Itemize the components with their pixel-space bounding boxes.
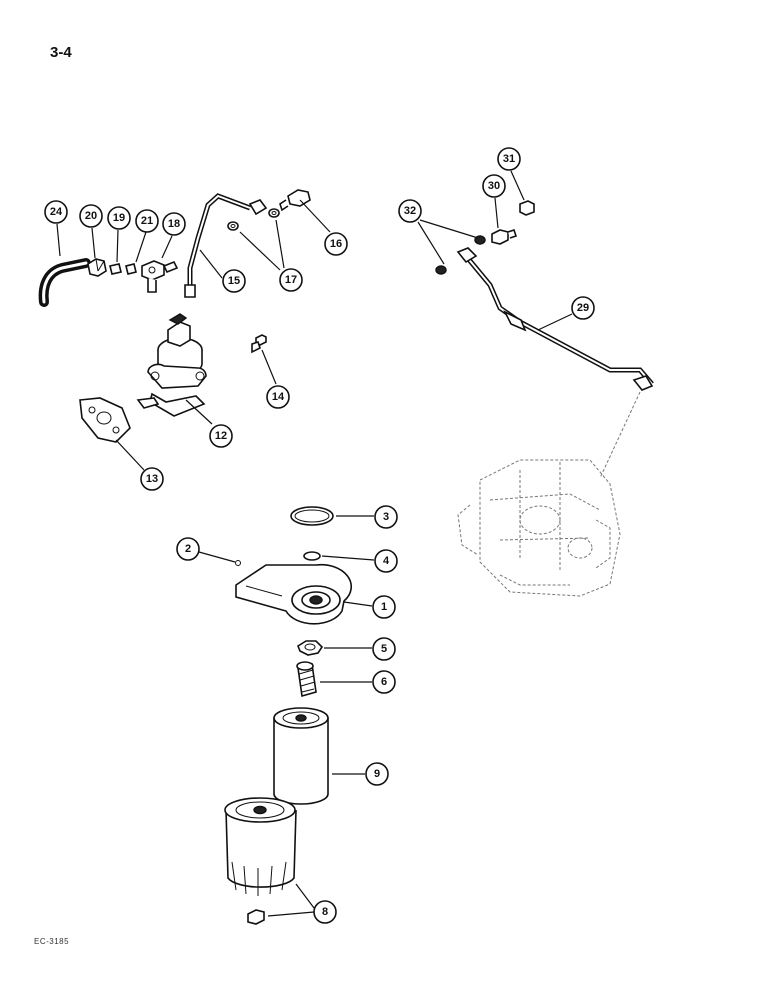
callout-24: 24 <box>44 200 68 224</box>
plug-part <box>235 560 241 566</box>
svg-text:16: 16 <box>330 238 342 250</box>
svg-text:9: 9 <box>374 768 380 780</box>
callout-19: 19 <box>107 206 131 230</box>
callout-4: 4 <box>374 549 398 573</box>
callout-13: 13 <box>140 467 164 491</box>
svg-text:6: 6 <box>381 676 387 688</box>
leader-8 <box>267 883 315 917</box>
filter-cartridge-part <box>273 707 329 805</box>
leader-29 <box>537 313 573 331</box>
leader-17 <box>239 219 285 271</box>
callout-14-text: 14 <box>272 391 285 403</box>
threaded-stud-part <box>296 661 317 698</box>
small-o-ring-part <box>303 551 321 561</box>
sealing-washers-part <box>227 208 280 231</box>
callout-14: 14 <box>266 385 290 409</box>
large-o-ring-inner <box>294 509 330 523</box>
svg-text:13: 13 <box>146 473 158 485</box>
leader-19 <box>116 229 119 263</box>
callout-32: 32 <box>398 199 422 223</box>
injection-pump-outline <box>457 459 621 597</box>
svg-text:4: 4 <box>383 555 390 567</box>
callout-15: 15 <box>222 269 246 293</box>
callout-21: 21 <box>135 209 159 233</box>
callout-9: 9 <box>365 762 389 786</box>
svg-text:31: 31 <box>503 153 515 165</box>
leader-24 <box>56 223 61 257</box>
callout-17: 17 <box>279 268 303 292</box>
figure-code: EC-3185 <box>34 937 70 946</box>
callout-20: 20 <box>79 204 103 228</box>
callout-31: 31 <box>497 147 521 171</box>
svg-text:5: 5 <box>381 643 387 655</box>
leader-20 <box>91 227 96 259</box>
injection-pipe-washers-part <box>435 235 486 275</box>
callout-18: 18 <box>162 212 186 236</box>
svg-text:19: 19 <box>113 212 125 224</box>
svg-text:29: 29 <box>577 302 589 314</box>
callout-8: 8 <box>313 900 337 924</box>
injection-pump-pipe-part <box>456 247 654 391</box>
fitting-part <box>125 263 137 275</box>
hose-nut-part <box>87 258 107 277</box>
svg-text:32: 32 <box>404 205 416 217</box>
svg-text:20: 20 <box>85 210 97 222</box>
leader-21 <box>135 231 147 263</box>
svg-text:15: 15 <box>228 275 240 287</box>
svg-text:3: 3 <box>383 511 389 523</box>
fuel-lift-pump-part <box>136 313 207 417</box>
injection-pump-connection-line <box>599 391 641 479</box>
leader-15 <box>199 249 223 279</box>
leader-14 <box>261 349 277 385</box>
svg-text:2: 2 <box>185 543 191 555</box>
svg-text:18: 18 <box>168 218 180 230</box>
svg-text:1: 1 <box>381 601 387 613</box>
leader-1 <box>343 601 373 607</box>
leader-2 <box>198 551 236 563</box>
leader-16 <box>299 199 331 233</box>
leader-12 <box>185 399 213 425</box>
return-banjo-bolt-part <box>491 228 518 245</box>
leader-13 <box>115 439 145 471</box>
banjo-bolt-part <box>279 189 311 212</box>
leader-4 <box>321 555 375 561</box>
leader-32 <box>417 219 479 265</box>
sleeve-part <box>109 263 122 275</box>
drain-plug-part <box>247 909 265 925</box>
filter-adapter-nut-part <box>297 640 324 656</box>
pump-gasket-part <box>79 397 131 443</box>
callout-16: 16 <box>324 232 348 256</box>
svg-text:8: 8 <box>322 906 328 918</box>
callout-29: 29 <box>571 296 595 320</box>
callout-12: 12 <box>209 424 233 448</box>
callout-5: 5 <box>372 637 396 661</box>
pump-bolt-part <box>251 334 267 354</box>
callout-30: 30 <box>482 174 506 198</box>
banjo-connector-part <box>141 260 179 293</box>
callout-1: 1 <box>372 595 396 619</box>
leader-31 <box>510 170 525 201</box>
callout-6: 6 <box>372 670 396 694</box>
secondary-filter-part <box>224 797 297 896</box>
callout-3: 3 <box>374 505 398 529</box>
pump-feed-pipe-part <box>184 193 268 298</box>
svg-text:12: 12 <box>215 430 227 442</box>
svg-text:30: 30 <box>488 180 500 192</box>
fuel-hose-highlight <box>42 261 88 304</box>
leader-30 <box>494 197 499 229</box>
filter-head-part <box>235 563 353 625</box>
page-number: 3-4 <box>50 44 72 61</box>
bleed-screw-part <box>519 200 535 216</box>
svg-text:24: 24 <box>50 206 63 218</box>
svg-text:17: 17 <box>285 274 297 286</box>
callout-2: 2 <box>176 537 200 561</box>
leader-18 <box>161 235 173 259</box>
svg-text:21: 21 <box>141 215 153 227</box>
